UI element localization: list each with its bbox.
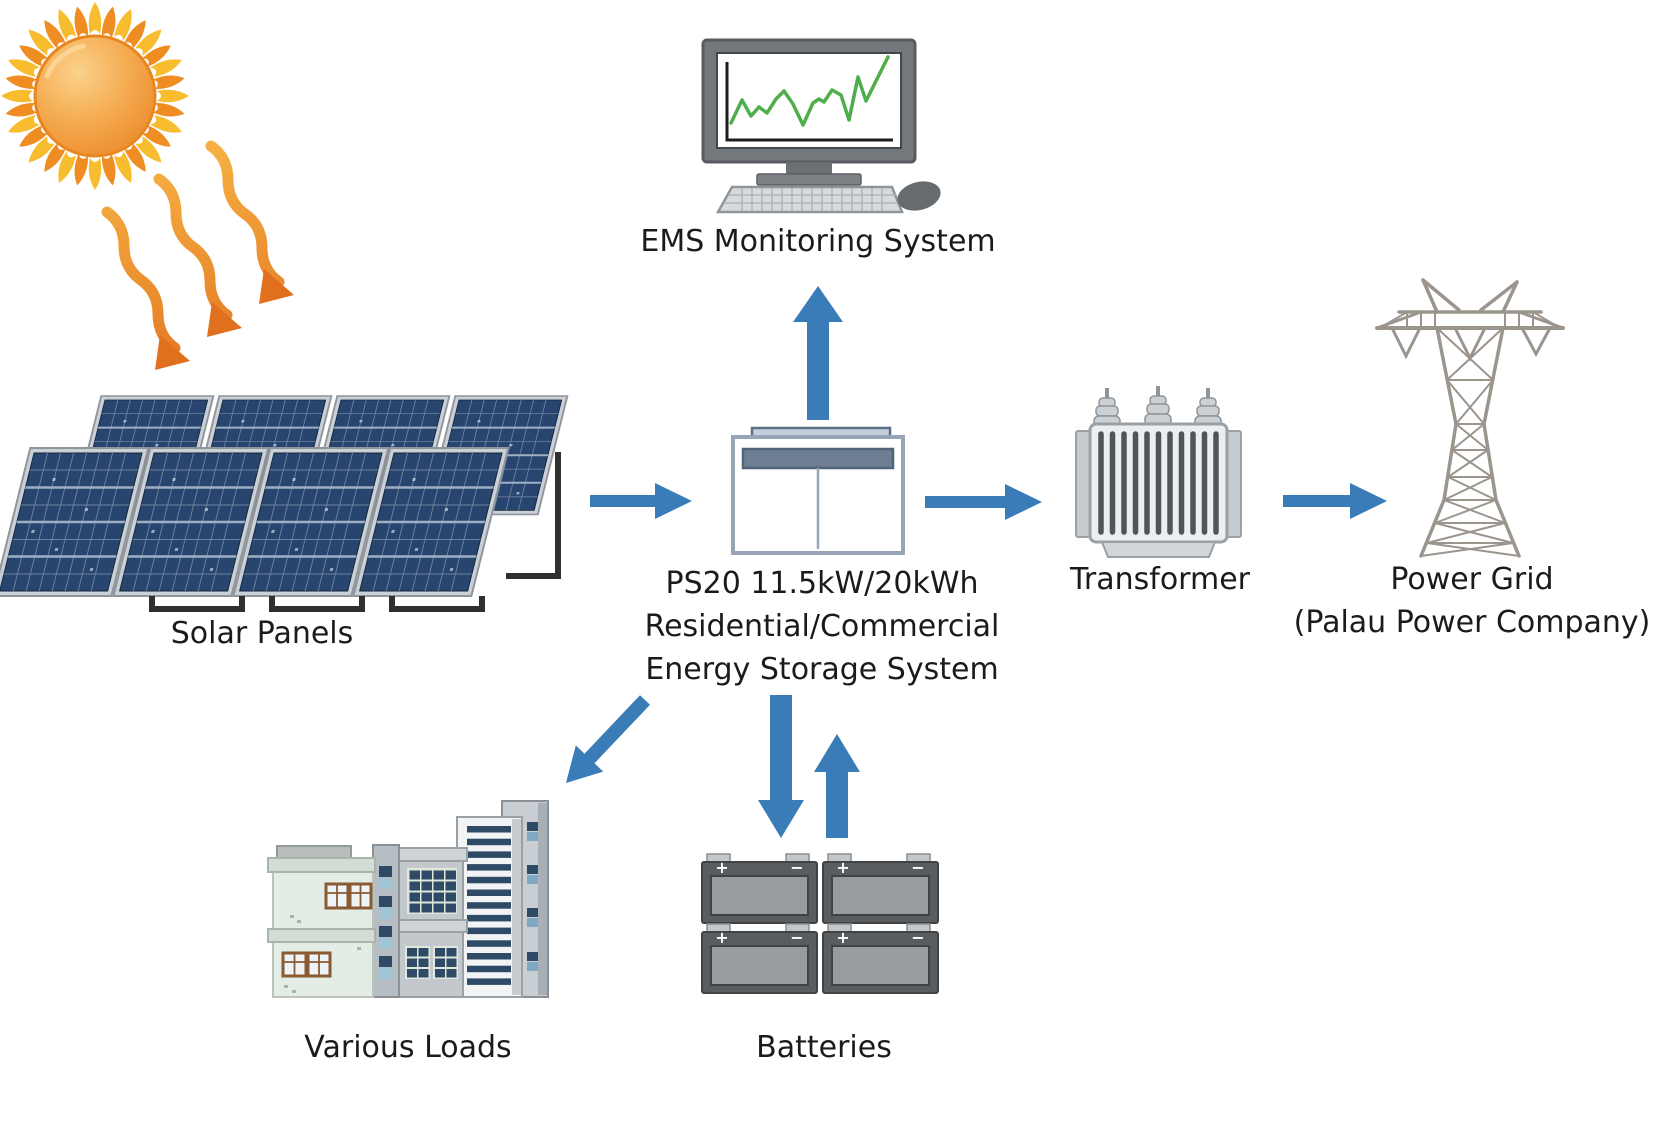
midrise-building bbox=[394, 847, 468, 998]
battery-plus-label: + bbox=[836, 928, 849, 947]
window-icon bbox=[281, 882, 373, 978]
mouse-icon bbox=[897, 181, 941, 211]
buildings-icon bbox=[267, 800, 549, 998]
ess-cabinet-icon bbox=[731, 426, 905, 555]
ems-monitor-icon bbox=[701, 38, 941, 214]
sun-icon bbox=[1, 2, 189, 190]
battery-minus-label: − bbox=[790, 858, 803, 877]
narrow-tower bbox=[372, 844, 400, 998]
battery-minus-label: − bbox=[911, 858, 924, 877]
arrow-batteries-to-ess-up bbox=[814, 734, 860, 838]
power-tower-icon bbox=[1375, 278, 1565, 558]
battery-cell: + − bbox=[701, 853, 818, 924]
chart-line bbox=[729, 55, 890, 127]
transformer-icon bbox=[1075, 385, 1242, 558]
ess-label-line2: Residential/Commercial bbox=[644, 609, 1000, 644]
arrow-transformer-to-grid bbox=[1283, 483, 1387, 519]
arrow-ess-to-ems bbox=[793, 286, 843, 420]
arrow-ess-to-transformer bbox=[925, 484, 1042, 520]
arrow-ess-to-loads bbox=[566, 695, 650, 783]
arrow-solar-to-ess bbox=[590, 483, 692, 519]
power-grid-label-line1: Power Grid bbox=[1390, 562, 1554, 597]
batteries-icon: + − + − + − + − bbox=[701, 853, 939, 994]
ess-label-line3: Energy Storage System bbox=[645, 652, 999, 687]
battery-minus-label: − bbox=[911, 928, 924, 947]
chart-axes bbox=[725, 62, 893, 142]
arrow-ess-to-batteries-down bbox=[758, 695, 804, 838]
battery-plus-label: + bbox=[715, 858, 728, 877]
battery-minus-label: − bbox=[790, 928, 803, 947]
ess-label-line1: PS20 11.5kW/20kWh bbox=[665, 566, 979, 601]
keyboard-icon bbox=[715, 185, 904, 214]
batteries-label: Batteries bbox=[756, 1030, 892, 1065]
residential-building bbox=[267, 845, 376, 998]
transformer-label: Transformer bbox=[1069, 562, 1251, 597]
ems-label: EMS Monitoring System bbox=[640, 224, 996, 259]
sun-ray-arrowheads bbox=[155, 269, 294, 370]
battery-cell: + − bbox=[822, 923, 939, 994]
power-grid-label: Power Grid (Palau Power Company) bbox=[1294, 558, 1651, 644]
sun-rays-icon bbox=[101, 140, 285, 354]
battery-cell: + − bbox=[822, 853, 939, 924]
solar-panels-icon bbox=[0, 394, 569, 612]
various-loads-label: Various Loads bbox=[304, 1030, 512, 1065]
battery-plus-label: + bbox=[836, 858, 849, 877]
solar-panels-label: Solar Panels bbox=[170, 616, 354, 651]
battery-cell: + − bbox=[701, 923, 818, 994]
striped-highrise bbox=[456, 816, 523, 998]
power-grid-label-line2: (Palau Power Company) bbox=[1293, 605, 1651, 640]
battery-plus-label: + bbox=[715, 928, 728, 947]
ess-label: PS20 11.5kW/20kWh Residential/Commercial… bbox=[645, 562, 1000, 691]
